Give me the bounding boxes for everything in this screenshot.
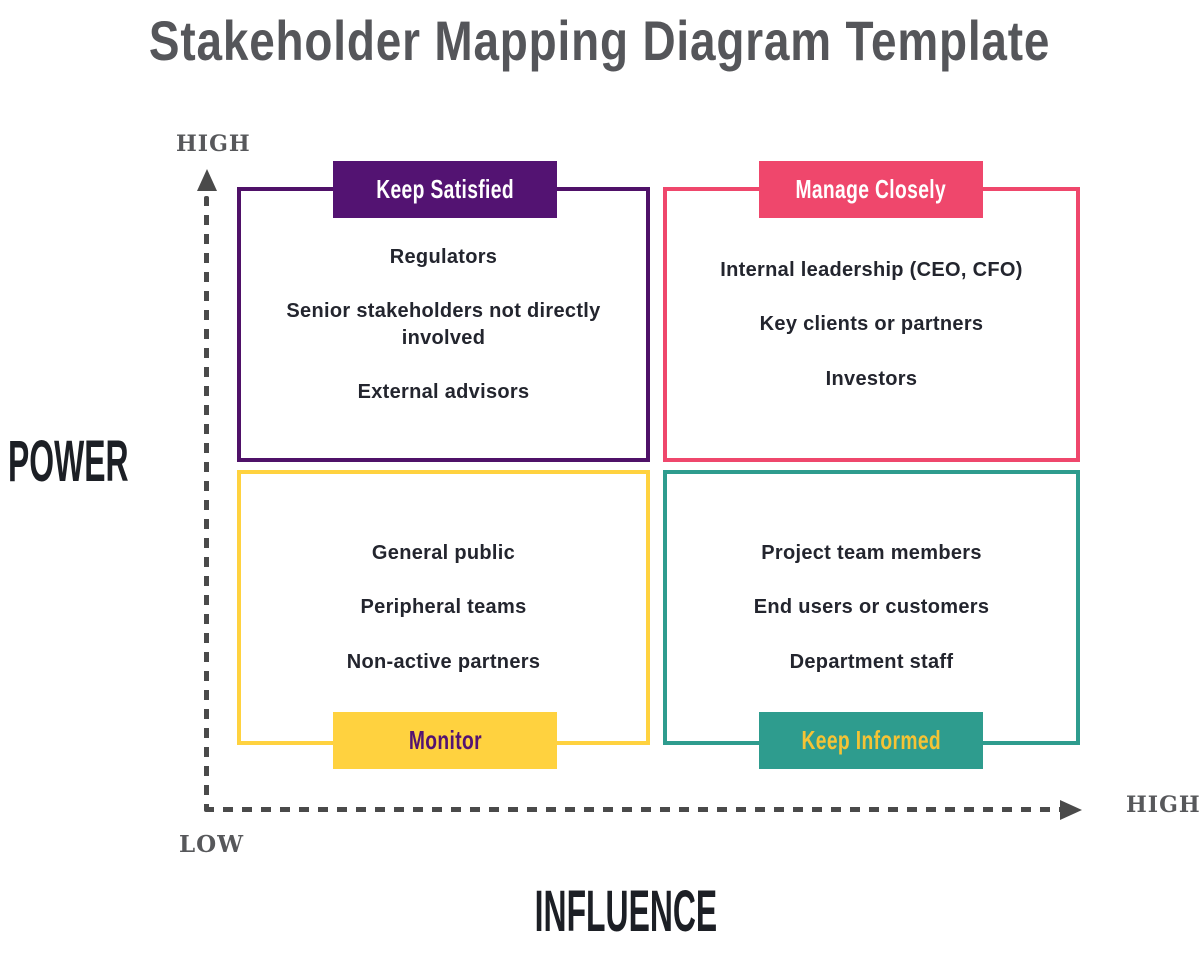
x-axis-line — [204, 807, 1062, 812]
stakeholder-item: Peripheral teams — [360, 596, 527, 619]
y-axis-arrowhead-icon — [197, 169, 217, 191]
y-axis-label-text: POWER — [8, 429, 129, 494]
stakeholder-item: Investors — [825, 367, 918, 390]
y-axis-low-label: LOW — [179, 831, 245, 858]
x-axis-arrowhead-icon — [1060, 800, 1082, 820]
quadrant-label-manage-closely: Manage Closely — [759, 161, 983, 218]
quadrant-keep-satisfied: Regulators Senior stakeholders not direc… — [237, 187, 650, 462]
stakeholder-item: Internal leadership (CEO, CFO) — [720, 258, 1023, 281]
y-axis-line — [204, 196, 209, 810]
quadrant-label-keep-informed: Keep Informed — [759, 712, 983, 769]
stakeholder-item: Regulators — [389, 245, 498, 268]
stakeholder-item: General public — [371, 541, 516, 564]
page-title-text: Stakeholder Mapping Diagram Template — [149, 9, 1051, 72]
quadrant-manage-closely: Internal leadership (CEO, CFO) Key clien… — [663, 187, 1080, 462]
quadrant-label-text: Monitor — [408, 725, 482, 755]
quadrant-label-text: Manage Closely — [795, 174, 947, 204]
x-axis-label: INFLUENCE — [52, 878, 1200, 945]
page-title: Stakeholder Mapping Diagram Template — [0, 8, 1200, 73]
stakeholder-item: Key clients or partners — [759, 313, 984, 336]
quadrant-label-monitor: Monitor — [333, 712, 557, 769]
quadrant-keep-informed: Project team members End users or custom… — [663, 470, 1080, 745]
y-axis-label: POWER — [8, 428, 227, 495]
stakeholder-item: Department staff — [789, 650, 954, 673]
x-axis-high-label: HIGH — [1126, 792, 1200, 818]
y-axis-high-label: HIGH — [176, 131, 251, 157]
stakeholder-item: Senior stakeholders not directly involve… — [286, 300, 601, 349]
quadrant-label-text: Keep Satisfied — [376, 174, 514, 204]
quadrant-label-keep-satisfied: Keep Satisfied — [333, 161, 557, 218]
stakeholder-item: Project team members — [761, 541, 982, 564]
stakeholder-item: End users or customers — [753, 596, 990, 619]
stakeholder-item: Non-active partners — [346, 650, 541, 673]
x-axis-label-text: INFLUENCE — [534, 879, 718, 944]
quadrant-monitor: General public Peripheral teams Non-acti… — [237, 470, 650, 745]
quadrant-label-text: Keep Informed — [801, 725, 941, 755]
stakeholder-item: External advisors — [357, 380, 530, 403]
